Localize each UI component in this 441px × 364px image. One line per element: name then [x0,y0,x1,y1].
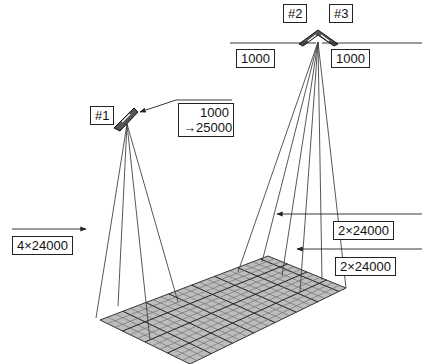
dimension-label: 2×24000 [333,221,394,240]
label-text: 1000 [336,51,365,66]
leader-lines [12,43,422,249]
label-text: #3 [334,6,348,21]
ground-mesh [100,256,346,364]
label-text: #1 [95,108,109,123]
label-text: #2 [288,6,302,21]
dimension-label: 1000 [236,49,275,68]
label-text: 1000 [241,51,270,66]
antenna-number: #1 [90,106,114,125]
antenna-number: #2 [283,4,307,23]
antenna-2-3 [299,30,338,46]
antenna-1 [114,108,138,131]
label-text: 2×24000 [340,259,391,274]
antenna-number: #3 [329,4,353,23]
label-text: 1000 →25000 [183,105,232,135]
label-text: 4×24000 [17,238,68,253]
label-text: 2×24000 [338,223,389,238]
cables [96,42,346,340]
dimension-label: 1000 →25000 [178,103,234,137]
dimension-label: 2×24000 [335,257,396,276]
dimension-label: 1000 [331,49,370,68]
dimension-label: 4×24000 [12,236,73,255]
ground-plate [100,256,346,364]
